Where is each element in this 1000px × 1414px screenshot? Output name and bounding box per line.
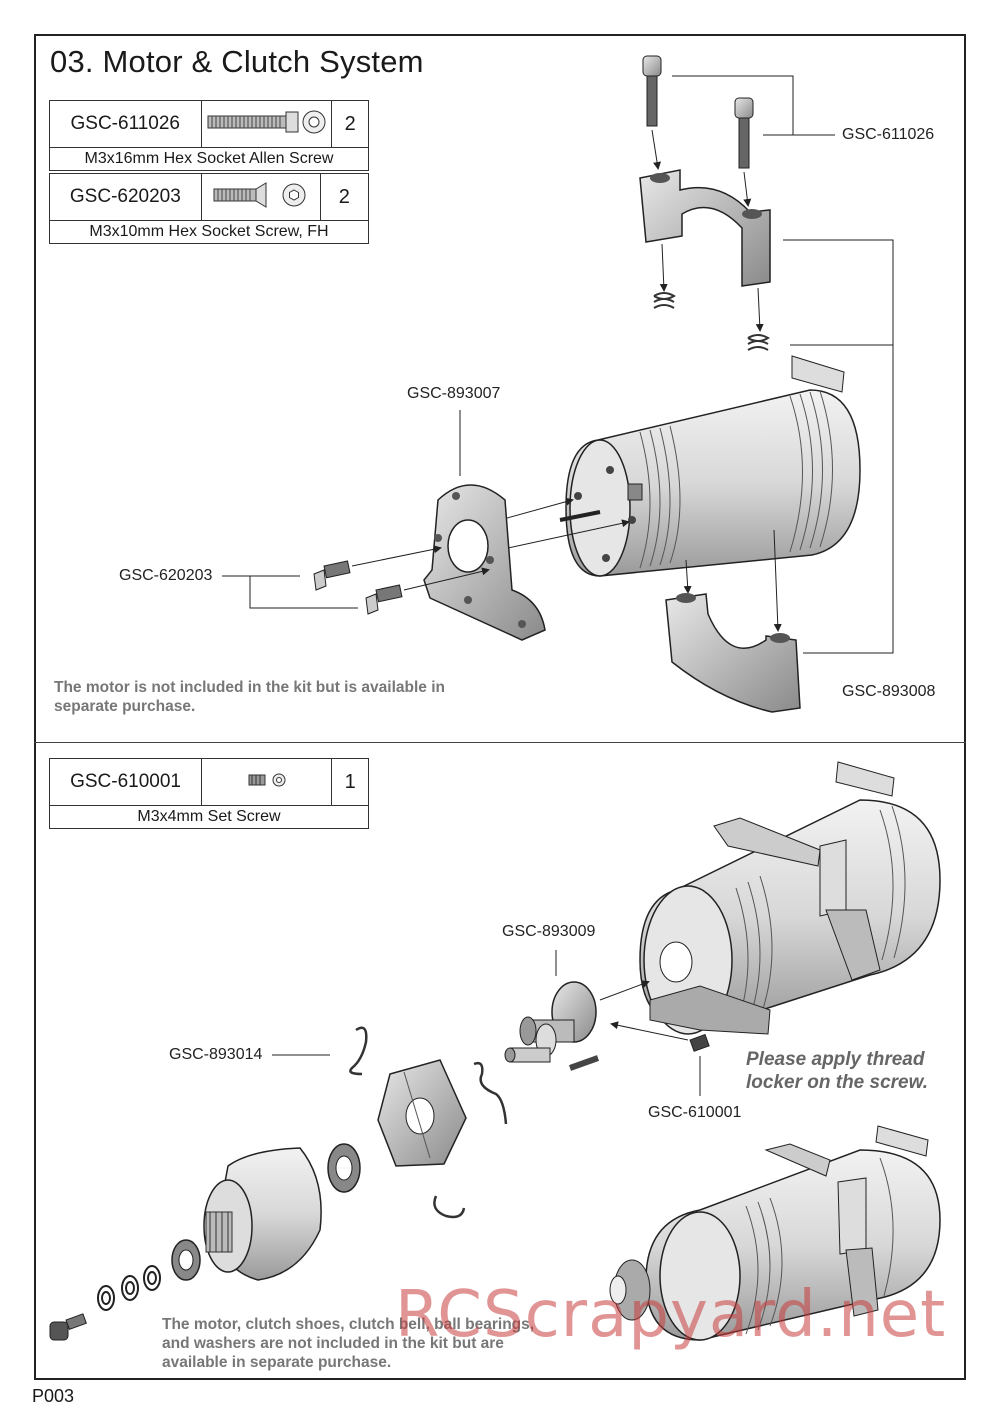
table-row: GSC-611026 2 [49, 100, 369, 148]
parts-table-bottom: GSC-610001 1 M3x4mm Set Screw [48, 758, 369, 829]
set-screw-610001 [689, 1033, 710, 1052]
part-qty: 2 [331, 100, 369, 148]
parts-table-top: GSC-611026 2 M3x16mm Hex Socket Allen Sc… [49, 100, 369, 171]
pinion-gear [609, 1259, 651, 1321]
screw-thumbnail [201, 758, 333, 806]
set-screw-spring-a [653, 292, 676, 309]
page-number: P003 [32, 1386, 75, 1406]
table-row: M3x10mm Hex Socket Screw, FH [49, 220, 369, 244]
callout-gsc-893014: GSC-893014 [169, 1046, 263, 1063]
note-thread-locker: Please apply thread locker on the screw. [746, 1048, 928, 1094]
motor-assembled-lower [609, 1125, 941, 1341]
note-line: The motor is not included in the kit but… [54, 679, 445, 696]
part-desc: M3x4mm Set Screw [49, 805, 369, 829]
callout-gsc-610001: GSC-610001 [648, 1104, 742, 1121]
callout-gsc-893007: GSC-893007 [407, 385, 501, 402]
callout-gsc-893009: GSC-893009 [502, 923, 596, 940]
callout-gsc-620203: GSC-620203 [119, 567, 213, 584]
clutch-adapter-893009 [504, 981, 600, 1071]
clutch-shoes [377, 1059, 467, 1167]
motor-plate-893007 [423, 484, 546, 641]
motor-assembled-upper [639, 761, 941, 1035]
note-clutch-not-included: The motor, clutch shoes, clutch bell, ba… [162, 1315, 534, 1372]
part-code: GSC-611026 [49, 100, 202, 148]
clutch-spring-b [473, 1061, 508, 1125]
note-line: separate purchase. [54, 698, 196, 715]
screw-611026-b [734, 97, 754, 207]
hex-screw-icon [207, 110, 326, 133]
motor-mount-lower [665, 593, 801, 713]
section-divider [34, 742, 966, 743]
note-line: available in separate purchase. [162, 1354, 392, 1371]
part-qty: 2 [319, 173, 370, 221]
clutch-spring-893014 [349, 1026, 368, 1076]
ball-bearing-b [171, 1239, 201, 1281]
table-row: GSC-620203 2 [49, 173, 370, 221]
set-screw-spring-b [747, 334, 770, 351]
clutch-bell [203, 1147, 322, 1281]
clutch-spring-c [433, 1195, 466, 1219]
parts-table-top-2: GSC-620203 2 M3x10mm Hex Socket Screw, F… [49, 173, 370, 244]
part-code: GSC-620203 [49, 173, 202, 221]
part-code: GSC-610001 [48, 758, 203, 806]
table-row: GSC-610001 1 [48, 758, 369, 806]
motor-can-top [559, 355, 861, 577]
clutch-bell-screw [49, 1313, 87, 1341]
part-qty: 1 [331, 758, 369, 806]
page-title: 03. Motor & Clutch System [50, 44, 424, 79]
part-desc: M3x16mm Hex Socket Allen Screw [49, 147, 369, 171]
note-line: locker on the screw. [746, 1072, 928, 1093]
screw-611026-a [642, 55, 662, 170]
table-row: M3x4mm Set Screw [49, 805, 369, 829]
ball-bearing-a [327, 1143, 361, 1193]
page-frame [34, 34, 966, 1380]
table-row: M3x16mm Hex Socket Allen Screw [49, 147, 369, 171]
screw-thumbnail [200, 173, 321, 221]
fh-screw-b [365, 567, 490, 615]
fh-screw-a [313, 545, 442, 591]
part-desc: M3x10mm Hex Socket Screw, FH [49, 220, 369, 244]
callout-gsc-893008: GSC-893008 [842, 683, 936, 700]
watermark: RCScrapyard.net [395, 1278, 947, 1352]
note-line: The motor, clutch shoes, clutch bell, ba… [162, 1316, 535, 1333]
screw-thumbnail [200, 100, 333, 148]
note-line: Please apply thread [746, 1049, 925, 1070]
washers [97, 1265, 161, 1311]
note-motor-not-included: The motor is not included in the kit but… [54, 678, 445, 716]
set-screw-icon [248, 773, 286, 786]
callout-gsc-611026: GSC-611026 [842, 126, 935, 143]
note-line: and washers are not included in the kit … [162, 1335, 504, 1352]
flathead-screw-icon [213, 181, 306, 208]
motor-mount-upper [639, 169, 771, 287]
